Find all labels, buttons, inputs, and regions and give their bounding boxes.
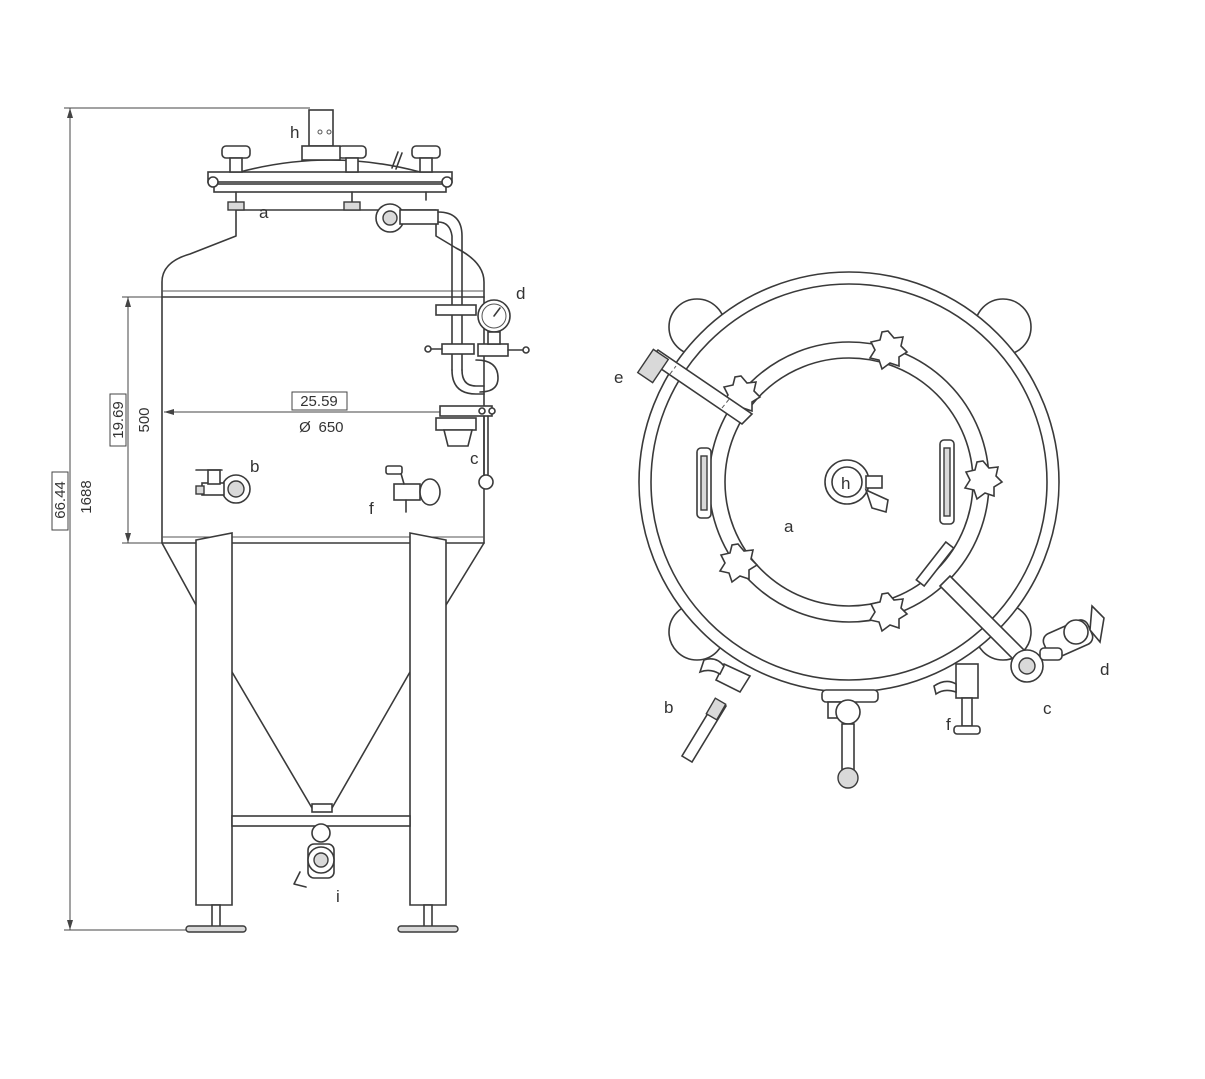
top-view: h a e d c b xyxy=(614,271,1109,789)
racking-valve-b xyxy=(195,469,251,504)
label-d: d xyxy=(516,284,525,303)
top-label-a: a xyxy=(784,517,794,536)
lid-clamp-knob-center xyxy=(337,145,367,211)
blowoff-pipe-top xyxy=(915,540,1105,683)
blowoff-pipe-assembly xyxy=(375,203,530,490)
shell-height-inch-label: 19.69 xyxy=(110,401,127,439)
label-a: a xyxy=(259,203,269,222)
overall-height-dimension: 66.44 1688 xyxy=(51,107,310,931)
label-c: c xyxy=(470,449,479,468)
pressure-relief-valve xyxy=(301,109,341,161)
label-f: f xyxy=(369,499,374,518)
tank-inner-rim xyxy=(650,283,1048,681)
top-label-d: d xyxy=(1100,660,1109,679)
diameter-symbol: Ø xyxy=(299,419,311,436)
valve-b-top xyxy=(680,658,752,764)
diameter-mm-label: 650 xyxy=(318,419,343,436)
star-knob-right xyxy=(963,460,1004,501)
top-label-e: e xyxy=(614,368,623,387)
top-label-b: b xyxy=(664,698,673,717)
shell-height-dimension: 19.69 500 xyxy=(109,296,162,544)
center-relief-valve xyxy=(824,459,889,514)
lid-assembly xyxy=(207,109,453,211)
bottom-dump-valve xyxy=(293,823,335,888)
star-knob-bottom xyxy=(868,592,909,633)
diameter-inch-label: 25.59 xyxy=(300,393,338,410)
outlet-bottom-top xyxy=(821,689,879,789)
tank-legs xyxy=(185,532,459,933)
sample-valve-f xyxy=(385,465,441,513)
side-view: 66.44 1688 19.69 500 xyxy=(51,107,530,933)
top-label-c: c xyxy=(1043,699,1052,718)
label-i: i xyxy=(336,887,340,906)
pipe-e xyxy=(636,348,754,426)
top-label-h: h xyxy=(841,474,850,493)
label-b: b xyxy=(250,457,259,476)
overall-height-mm-label: 1688 xyxy=(78,480,95,513)
lid-clamp-knob-right xyxy=(411,145,441,201)
lid-clamp-knob-left xyxy=(221,145,251,211)
lid-hinges xyxy=(696,439,955,525)
overall-height-inch-label: 66.44 xyxy=(52,481,69,519)
shell-height-mm-label: 500 xyxy=(136,407,153,432)
diameter-dimension: 25.59 Ø 650 xyxy=(164,391,482,436)
star-knob-lower-left xyxy=(718,543,759,584)
label-h: h xyxy=(290,123,299,142)
top-label-f: f xyxy=(946,715,951,734)
sample-valve-f-top xyxy=(933,663,981,735)
star-knob-top xyxy=(868,330,909,371)
